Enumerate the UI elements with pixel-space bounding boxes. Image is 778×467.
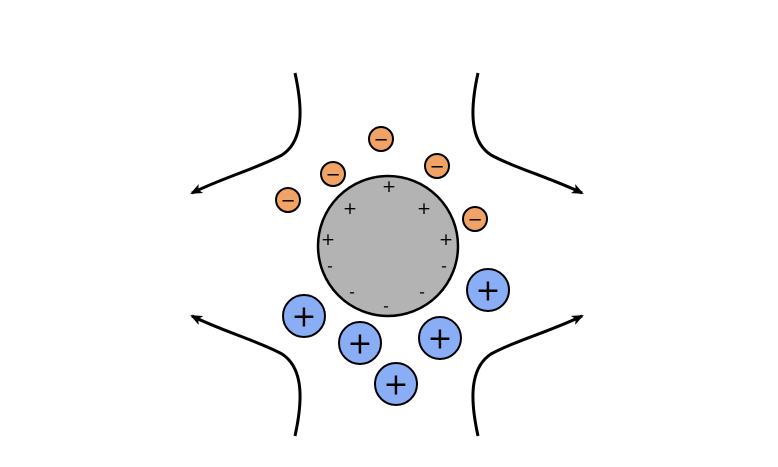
positive-ion: + [282, 294, 326, 338]
svg-text:+: + [427, 322, 452, 357]
negative-ion: − [462, 206, 488, 232]
positive-ions: + + + + + [282, 268, 510, 406]
central-particle-body [316, 174, 460, 318]
positive-ion: + [338, 321, 382, 365]
central-particle: + + + + + - - - - - [316, 174, 460, 318]
surface-negative-charge: - [383, 297, 389, 316]
svg-text:+: + [347, 327, 372, 362]
svg-text:−: − [325, 165, 340, 186]
surface-positive-charge: + [417, 199, 431, 219]
flow-arrows [190, 72, 584, 437]
svg-text:−: − [280, 191, 295, 212]
svg-text:+: + [383, 368, 408, 403]
negative-ions: − − − − − [275, 126, 488, 232]
surface-negative-charge: - [419, 283, 425, 302]
arrow-bottom-left [190, 314, 302, 437]
positive-ion: + [466, 268, 510, 312]
negative-ion: − [424, 153, 450, 179]
negative-ion: − [275, 187, 301, 213]
svg-text:−: − [429, 157, 444, 178]
svg-text:+: + [291, 300, 316, 335]
positive-ion: + [374, 362, 418, 406]
svg-text:−: − [467, 210, 482, 231]
surface-negative-charge: - [327, 257, 333, 276]
negative-ion: − [368, 126, 394, 152]
surface-negative-charge: - [441, 257, 447, 276]
svg-text:−: − [373, 130, 388, 151]
surface-positive-charge: + [321, 230, 335, 250]
arrow-bottom-right [471, 314, 584, 437]
svg-text:+: + [475, 274, 500, 309]
arrow-top-left [190, 72, 302, 195]
arrow-top-right [471, 72, 584, 195]
positive-ion: + [418, 316, 462, 360]
surface-negative-charge: - [349, 283, 355, 302]
surface-positive-charge: + [343, 199, 357, 219]
surface-positive-charge: + [382, 177, 396, 197]
negative-ion: − [320, 161, 346, 187]
surface-positive-charge: + [439, 230, 453, 250]
